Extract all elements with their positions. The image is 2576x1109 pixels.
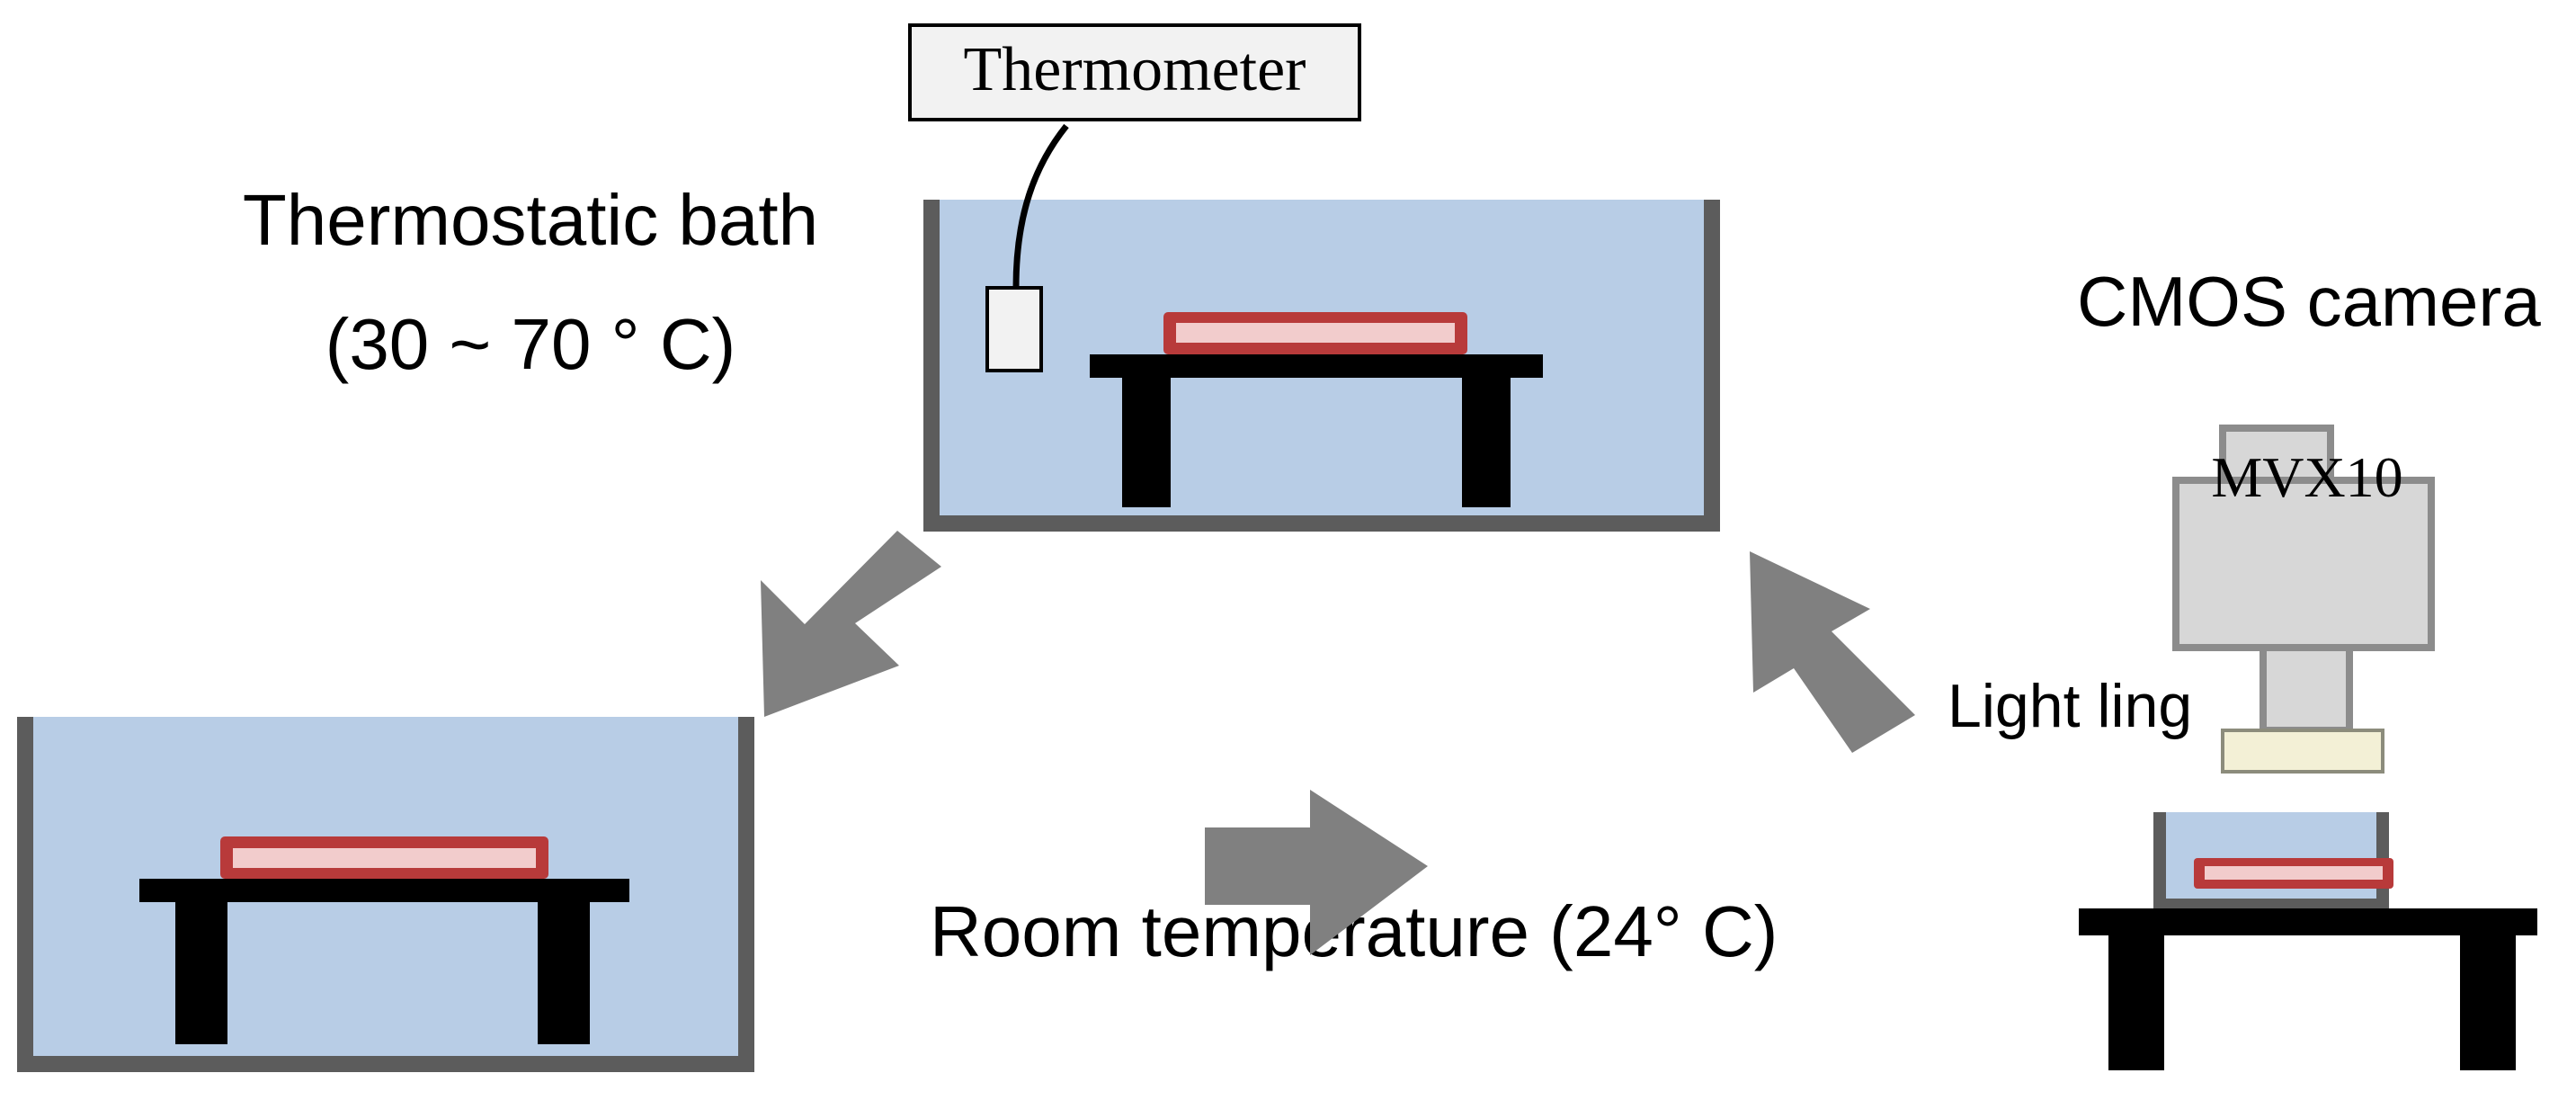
cooling-bath bbox=[17, 717, 754, 1072]
bath-sample-inner bbox=[1176, 323, 1455, 343]
light-ring-icon bbox=[2221, 729, 2384, 774]
bath-table-leg-right bbox=[1462, 378, 1511, 507]
station-table-top bbox=[2079, 908, 2537, 935]
cooling-bath-wall bbox=[17, 717, 754, 1072]
cooling-table-leg-left bbox=[175, 902, 227, 1044]
camera-model-label: MVX10 bbox=[2211, 445, 2402, 509]
cooling-sample-inner bbox=[233, 848, 536, 868]
thermometer-label: Thermometer bbox=[908, 23, 1361, 121]
thermometer-label-box bbox=[908, 23, 1361, 121]
bath-wall bbox=[923, 200, 1720, 532]
bath-range-label: (30 ~ 70 ° C) bbox=[325, 304, 736, 384]
bath-title-label: Thermostatic bath bbox=[243, 180, 818, 260]
thermometer-probe-icon bbox=[985, 286, 1043, 372]
cooling-table-leg-right bbox=[538, 902, 590, 1044]
light-ring-label: Light ling bbox=[1948, 672, 2192, 740]
thermometer-cable bbox=[1012, 123, 1069, 289]
camera-body bbox=[2172, 477, 2435, 651]
bath-table-leg-left bbox=[1122, 378, 1171, 507]
arrow-to-bath bbox=[1750, 551, 1915, 753]
station-table-leg-right bbox=[2460, 935, 2516, 1070]
camera-neck bbox=[2260, 644, 2353, 734]
cooling-table-top bbox=[139, 879, 629, 902]
arrow-to-camera bbox=[1205, 790, 1428, 955]
station-table-leg-left bbox=[2108, 935, 2164, 1070]
thermometer-text: Thermometer bbox=[964, 35, 1306, 104]
cmos-camera-label: CMOS camera bbox=[2077, 262, 2541, 341]
camera-station: MVX10 bbox=[2079, 425, 2537, 1070]
bath-table-top bbox=[1090, 354, 1543, 378]
dish-sample-inner bbox=[2205, 866, 2383, 880]
arrow-to-cooling bbox=[761, 531, 941, 717]
cmos-camera-icon bbox=[2172, 425, 2435, 734]
thermostatic-bath bbox=[923, 123, 1720, 532]
